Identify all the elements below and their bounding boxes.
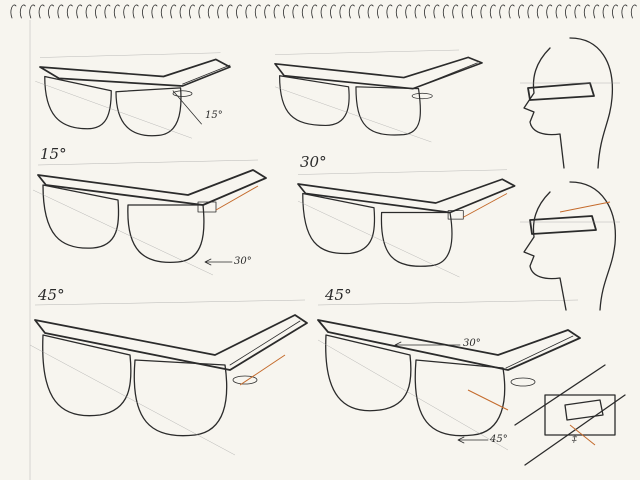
spiral-ring	[19, 4, 26, 19]
spiral-ring	[301, 4, 308, 19]
spiral-ring	[395, 4, 402, 19]
spiral-ring	[442, 4, 449, 19]
spiral-ring	[546, 4, 553, 19]
spiral-ring	[424, 4, 430, 19]
spiral-ring	[151, 4, 158, 19]
spiral-ring	[10, 4, 17, 19]
spiral-ring	[602, 4, 609, 19]
spiral-ring	[377, 4, 383, 19]
spiral-ring	[57, 4, 64, 19]
spiral-ring	[226, 4, 233, 19]
spiral-ring	[358, 4, 365, 19]
angle-note-30: 30°	[234, 256, 252, 267]
spiral-ring	[367, 4, 374, 19]
spiral-ring	[132, 4, 139, 19]
spiral-ring	[38, 4, 45, 19]
spiral-ring	[113, 4, 120, 19]
spiral-ring	[273, 4, 280, 19]
spiral-ring	[480, 4, 487, 19]
spiral-ring	[386, 4, 393, 19]
spiral-ring	[405, 4, 412, 19]
spiral-ring	[536, 4, 543, 19]
spiral-ring	[330, 4, 336, 19]
spiral-binding-icon	[10, 4, 637, 19]
spiral-ring	[508, 4, 515, 19]
spiral-ring	[217, 4, 224, 19]
spiral-ring	[245, 4, 252, 19]
spiral-ring	[311, 4, 318, 19]
spiral-ring	[593, 4, 600, 19]
spiral-ring	[452, 4, 459, 19]
spiral-ring	[198, 4, 205, 19]
spiral-ring	[236, 4, 242, 19]
spiral-ring	[518, 4, 524, 19]
spiral-ring	[574, 4, 581, 19]
spiral-ring	[433, 4, 440, 19]
spiral-ring	[565, 4, 571, 19]
spiral-ring	[527, 4, 534, 19]
angle-note-45-bottom: 45°	[490, 434, 508, 445]
spiral-ring	[104, 4, 111, 19]
glasses-sketch-row2-left	[32, 159, 267, 276]
spiral-ring	[621, 4, 628, 19]
glasses-sketch-row3-left	[29, 299, 308, 456]
spiral-ring	[189, 4, 195, 19]
view-title-15: 15°	[40, 145, 67, 163]
spiral-ring	[170, 4, 177, 19]
angle-note-15: 15°	[205, 110, 223, 121]
dimension-leaders	[204, 258, 489, 444]
spiral-ring	[555, 4, 562, 19]
detail-mark: ‡	[572, 434, 577, 445]
view-title-45-right: 45°	[325, 286, 352, 304]
spiral-ring	[160, 4, 167, 19]
head-profile-icon	[520, 37, 620, 169]
angle-note-30-right: 30°	[463, 338, 481, 349]
spiral-ring	[179, 4, 186, 19]
spiral-ring	[207, 4, 214, 19]
view-title-45-left: 45°	[38, 286, 65, 304]
glasses-sketch-row1-right	[274, 49, 483, 143]
head-profile-icon-lower	[520, 181, 620, 311]
spiral-ring	[489, 4, 496, 19]
spiral-ring	[48, 4, 54, 19]
spiral-ring	[95, 4, 101, 19]
spiral-ring	[66, 4, 73, 19]
spiral-ring	[142, 4, 148, 19]
spiral-ring	[264, 4, 271, 19]
spiral-ring	[254, 4, 261, 19]
spiral-ring	[339, 4, 346, 19]
spiral-ring	[123, 4, 130, 19]
spiral-ring	[461, 4, 468, 19]
spiral-ring	[471, 4, 477, 19]
glasses-sketch-row3-right	[317, 299, 581, 451]
view-title-30: 30°	[300, 153, 327, 171]
spiral-ring	[612, 4, 618, 19]
spiral-ring	[320, 4, 327, 19]
glasses-sketch-row2-right	[297, 169, 516, 278]
spiral-ring	[414, 4, 421, 19]
glasses-sketch-row1-left	[35, 52, 231, 139]
spiral-ring	[499, 4, 506, 19]
spiral-ring	[85, 4, 92, 19]
spiral-ring	[583, 4, 590, 19]
spiral-ring	[29, 4, 36, 19]
spiral-ring	[630, 4, 637, 19]
spiral-ring	[292, 4, 299, 19]
spiral-ring	[348, 4, 355, 19]
spiral-ring	[283, 4, 289, 19]
spiral-ring	[76, 4, 83, 19]
detail-view	[514, 364, 626, 466]
